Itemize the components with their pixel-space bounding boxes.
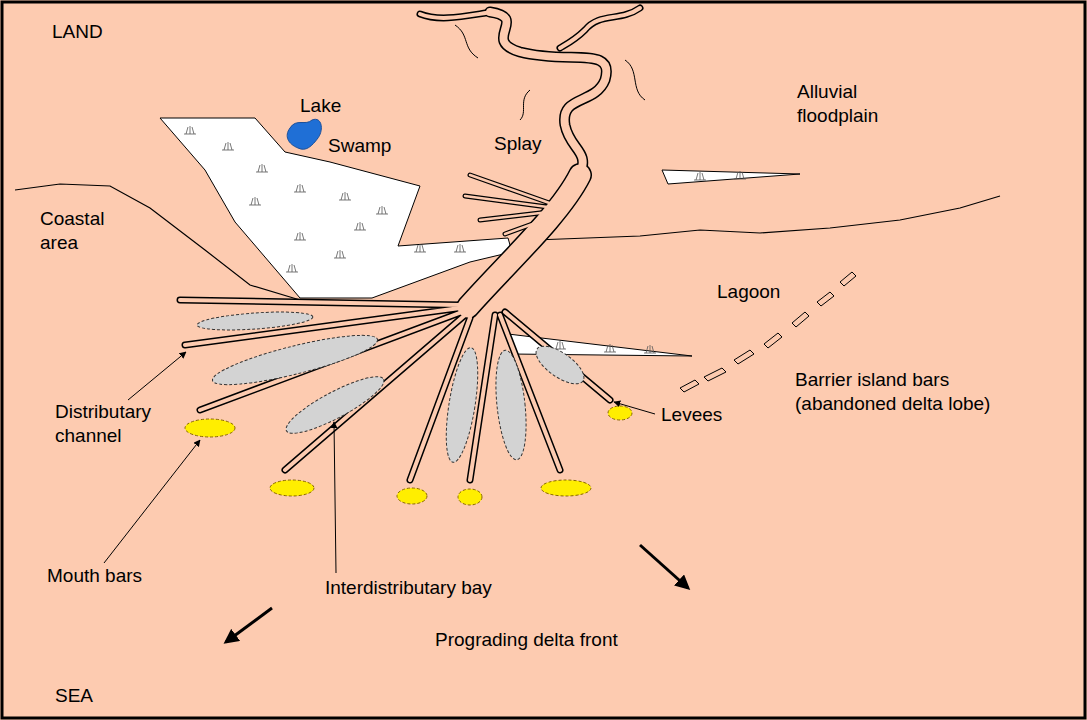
barrier-island xyxy=(817,292,834,306)
region-label: Levees xyxy=(661,403,722,427)
grass-tuft xyxy=(604,344,616,352)
progradation-arrows xyxy=(226,545,688,642)
grass-tuft xyxy=(249,197,261,205)
grass-tuft xyxy=(376,206,388,214)
barrier-island xyxy=(792,312,809,327)
grass-tuft xyxy=(414,244,426,252)
grass-tuft xyxy=(734,171,746,179)
leader-arrow xyxy=(104,440,200,563)
region-label: Alluvial floodplain xyxy=(797,80,912,128)
region-label: Barrier island bars (abandoned delta lob… xyxy=(795,368,1027,416)
interdistributary-bay xyxy=(197,309,314,333)
region-label: SEA xyxy=(55,684,93,708)
interdistributary-bay xyxy=(440,346,484,465)
leader-arrow xyxy=(334,422,336,573)
region-label: Interdistributary bay xyxy=(325,576,492,600)
tributary xyxy=(420,12,492,18)
mouth-bar xyxy=(185,419,235,437)
grass-tuft xyxy=(256,164,268,172)
region-label: Lagoon xyxy=(717,280,780,304)
region-label: Splay xyxy=(494,132,542,156)
river-channels xyxy=(180,8,645,480)
grass-tuft xyxy=(339,192,351,200)
mouth-bar xyxy=(397,488,427,504)
barrier-island xyxy=(764,333,782,348)
interdistributary-bay xyxy=(280,368,389,443)
region-label: Distributary channel xyxy=(55,400,180,448)
lake xyxy=(287,119,321,149)
region-label: Mouth bars xyxy=(47,564,142,588)
region-label: LAND xyxy=(52,20,103,44)
grass-tuft xyxy=(222,142,234,150)
swamp-area xyxy=(662,170,800,184)
grass-tuft xyxy=(286,264,298,272)
region-label: Prograding delta front xyxy=(435,628,618,652)
region-label: Lake xyxy=(300,94,341,118)
abandoned-meander xyxy=(455,25,645,120)
mouth-bar xyxy=(541,480,591,496)
grass-tuft xyxy=(334,250,346,258)
mouth-bar xyxy=(270,480,314,496)
mouth-bar xyxy=(608,406,632,420)
tributary xyxy=(560,8,640,48)
leader-lines xyxy=(104,352,655,573)
barrier-island xyxy=(840,272,856,286)
region-label: Coastal area xyxy=(40,207,125,255)
grass-tuft xyxy=(644,345,656,353)
grass-tuft xyxy=(294,184,306,192)
interdistributary-bay xyxy=(530,339,590,391)
interdistributary-bays xyxy=(197,309,590,464)
progradation-arrow xyxy=(226,608,272,642)
barrier-island xyxy=(680,380,699,392)
progradation-arrow xyxy=(640,545,688,588)
mouth-bars xyxy=(185,406,632,505)
leader-arrow xyxy=(128,352,186,400)
barrier-island xyxy=(704,368,726,381)
grass-tuft xyxy=(184,126,196,134)
mouth-bar xyxy=(458,489,482,505)
distributary-channel xyxy=(180,300,610,480)
grass-tuft xyxy=(554,341,566,349)
grass-tuft xyxy=(294,232,306,240)
coastline xyxy=(535,196,1000,240)
grass-tuft xyxy=(454,244,466,252)
barrier-island xyxy=(734,350,754,364)
swamp-area xyxy=(160,118,512,298)
grass-tuft xyxy=(694,172,706,180)
interdistributary-bay xyxy=(491,349,530,461)
grass-tuft xyxy=(354,222,366,230)
region-label: Swamp xyxy=(328,134,391,158)
river xyxy=(490,12,606,175)
leader-arrow xyxy=(614,402,655,414)
